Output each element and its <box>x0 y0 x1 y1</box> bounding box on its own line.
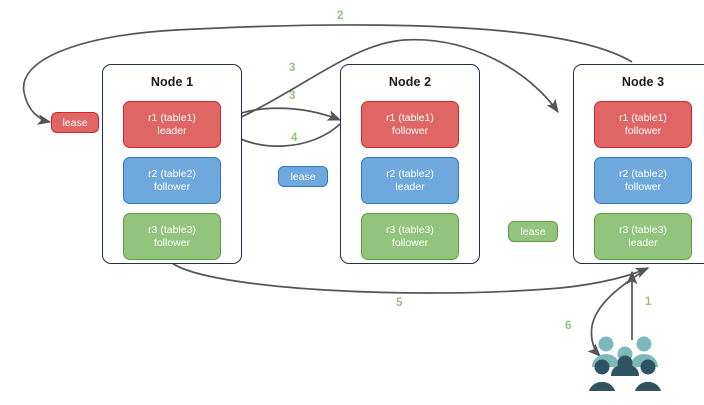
step-label-3b: 3 <box>289 90 296 102</box>
edge-4-path <box>226 123 341 147</box>
node-1-replica-r3[interactable]: r3 (table3) follower <box>123 213 221 260</box>
node-2-replica-r2[interactable]: r2 (table2) leader <box>361 157 459 204</box>
node-2-replica-r1-name: r1 (table1) <box>386 111 434 124</box>
node-3-replica-r1[interactable]: r1 (table1) follower <box>594 101 692 148</box>
node-3-replica-r3[interactable]: r3 (table3) leader <box>594 213 692 260</box>
node-3-replica-r2[interactable]: r2 (table2) follower <box>594 157 692 204</box>
edge-5-path <box>171 262 650 294</box>
node-3-replica-r1-role: follower <box>624 124 662 137</box>
node-3-title: Node 3 <box>621 75 665 89</box>
node-2-title: Node 2 <box>388 75 432 89</box>
node-1-replica-r2[interactable]: r2 (table2) follower <box>123 157 221 204</box>
node-2-replica-r2-name: r2 (table2) <box>386 167 434 180</box>
node-1-replica-r1-role: leader <box>157 124 187 137</box>
node-2-replica-r3-role: follower <box>391 236 429 249</box>
node-1-replica-r2-name: r2 (table2) <box>148 167 196 180</box>
node-3-replica-r3-role: leader <box>628 236 658 249</box>
lease-badge-r1[interactable]: lease <box>51 112 99 133</box>
node-3-replica-r1-name: r1 (table1) <box>619 111 667 124</box>
node-2-replica-r2-role: leader <box>395 180 425 193</box>
node-1-replica-r1-name: r1 (table1) <box>148 111 196 124</box>
node-3[interactable]: Node 3 r1 (table1) follower r2 (table2) … <box>573 64 704 264</box>
lease-badge-r3[interactable]: lease <box>508 221 558 242</box>
node-2-replica-r1[interactable]: r1 (table1) follower <box>361 101 459 148</box>
node-1-replica-r3-role: follower <box>153 236 191 249</box>
node-2[interactable]: Node 2 r1 (table1) follower r2 (table2) … <box>340 64 480 264</box>
node-1-replica-r3-name: r3 (table3) <box>148 223 196 236</box>
step-label-4: 4 <box>291 132 298 144</box>
step-label-1: 1 <box>645 296 652 308</box>
node-1-title: Node 1 <box>150 75 194 89</box>
users-group-icon <box>589 336 661 391</box>
node-3-replica-r2-role: follower <box>624 180 662 193</box>
lease-badge-r2[interactable]: lease <box>278 166 328 187</box>
node-3-replica-r2-name: r2 (table2) <box>619 167 667 180</box>
step-label-2: 2 <box>337 10 344 22</box>
node-2-replica-r1-role: follower <box>391 124 429 137</box>
step-label-3a: 3 <box>289 62 296 74</box>
node-2-replica-r3[interactable]: r3 (table3) follower <box>361 213 459 260</box>
node-1[interactable]: Node 1 r1 (table1) leader r2 (table2) fo… <box>102 64 242 264</box>
step-label-5: 5 <box>396 297 403 309</box>
node-3-replica-r3-name: r3 (table3) <box>619 223 667 236</box>
node-2-replica-r3-name: r3 (table3) <box>386 223 434 236</box>
node-1-replica-r1[interactable]: r1 (table1) leader <box>123 101 221 148</box>
step-label-6: 6 <box>565 320 572 332</box>
node-1-replica-r2-role: follower <box>153 180 191 193</box>
